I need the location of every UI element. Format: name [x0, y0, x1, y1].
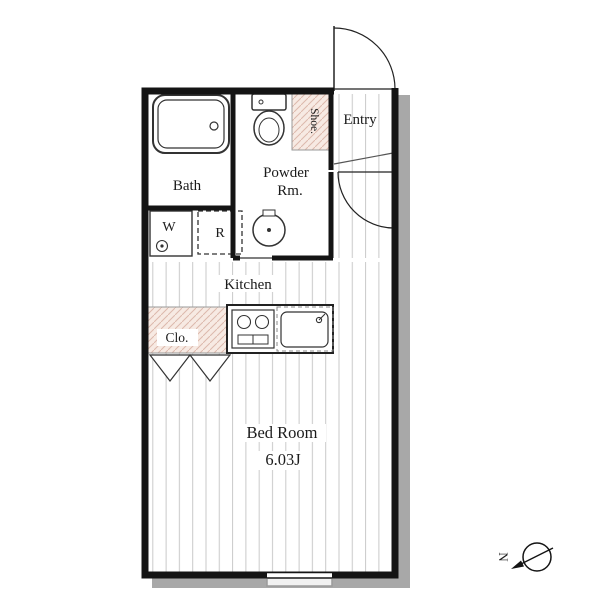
entry-step-edge [333, 152, 394, 165]
label-fridge: R [215, 226, 225, 241]
bedroom-window [267, 571, 332, 579]
closet-label-bg [157, 329, 198, 346]
toilet-icon [251, 93, 287, 146]
stove-icon [231, 309, 275, 349]
bathtub-icon [152, 94, 230, 154]
flooring-entry-hall [334, 94, 392, 258]
entry-door-swing [333, 26, 396, 91]
sink-icon [276, 306, 334, 352]
label-washer: W [162, 220, 176, 235]
washer-space-icon [149, 210, 193, 257]
compass-north-label: N [496, 552, 511, 562]
bedroom-size-bg [255, 451, 311, 470]
room-label-closet: Clo. [166, 330, 189, 345]
room-label-powder-1: Powder [263, 165, 309, 181]
bedroom-label-bg [239, 424, 326, 442]
room-label-kitchen: Kitchen [224, 277, 272, 293]
compass-icon: N [496, 542, 554, 572]
kitchen-counter [226, 304, 334, 354]
outer-walls [141, 87, 399, 579]
room-label-bedroom: Bed Room [246, 423, 317, 442]
room-label-entry: Entry [343, 112, 377, 128]
interior-walls [145, 91, 334, 261]
washbasin-icon [252, 209, 286, 247]
room-label-bath: Bath [173, 178, 202, 194]
room-label-powder-2: Rm. [277, 183, 302, 199]
drop-shadow-right [398, 95, 410, 588]
closet-folding-doors [148, 354, 232, 382]
bedroom-door-swing [337, 171, 395, 229]
label-bedroom-size: 6.03J [265, 450, 301, 469]
kitchen-label-bg [214, 275, 281, 292]
room-label-shoe: Shoe. [308, 108, 320, 134]
